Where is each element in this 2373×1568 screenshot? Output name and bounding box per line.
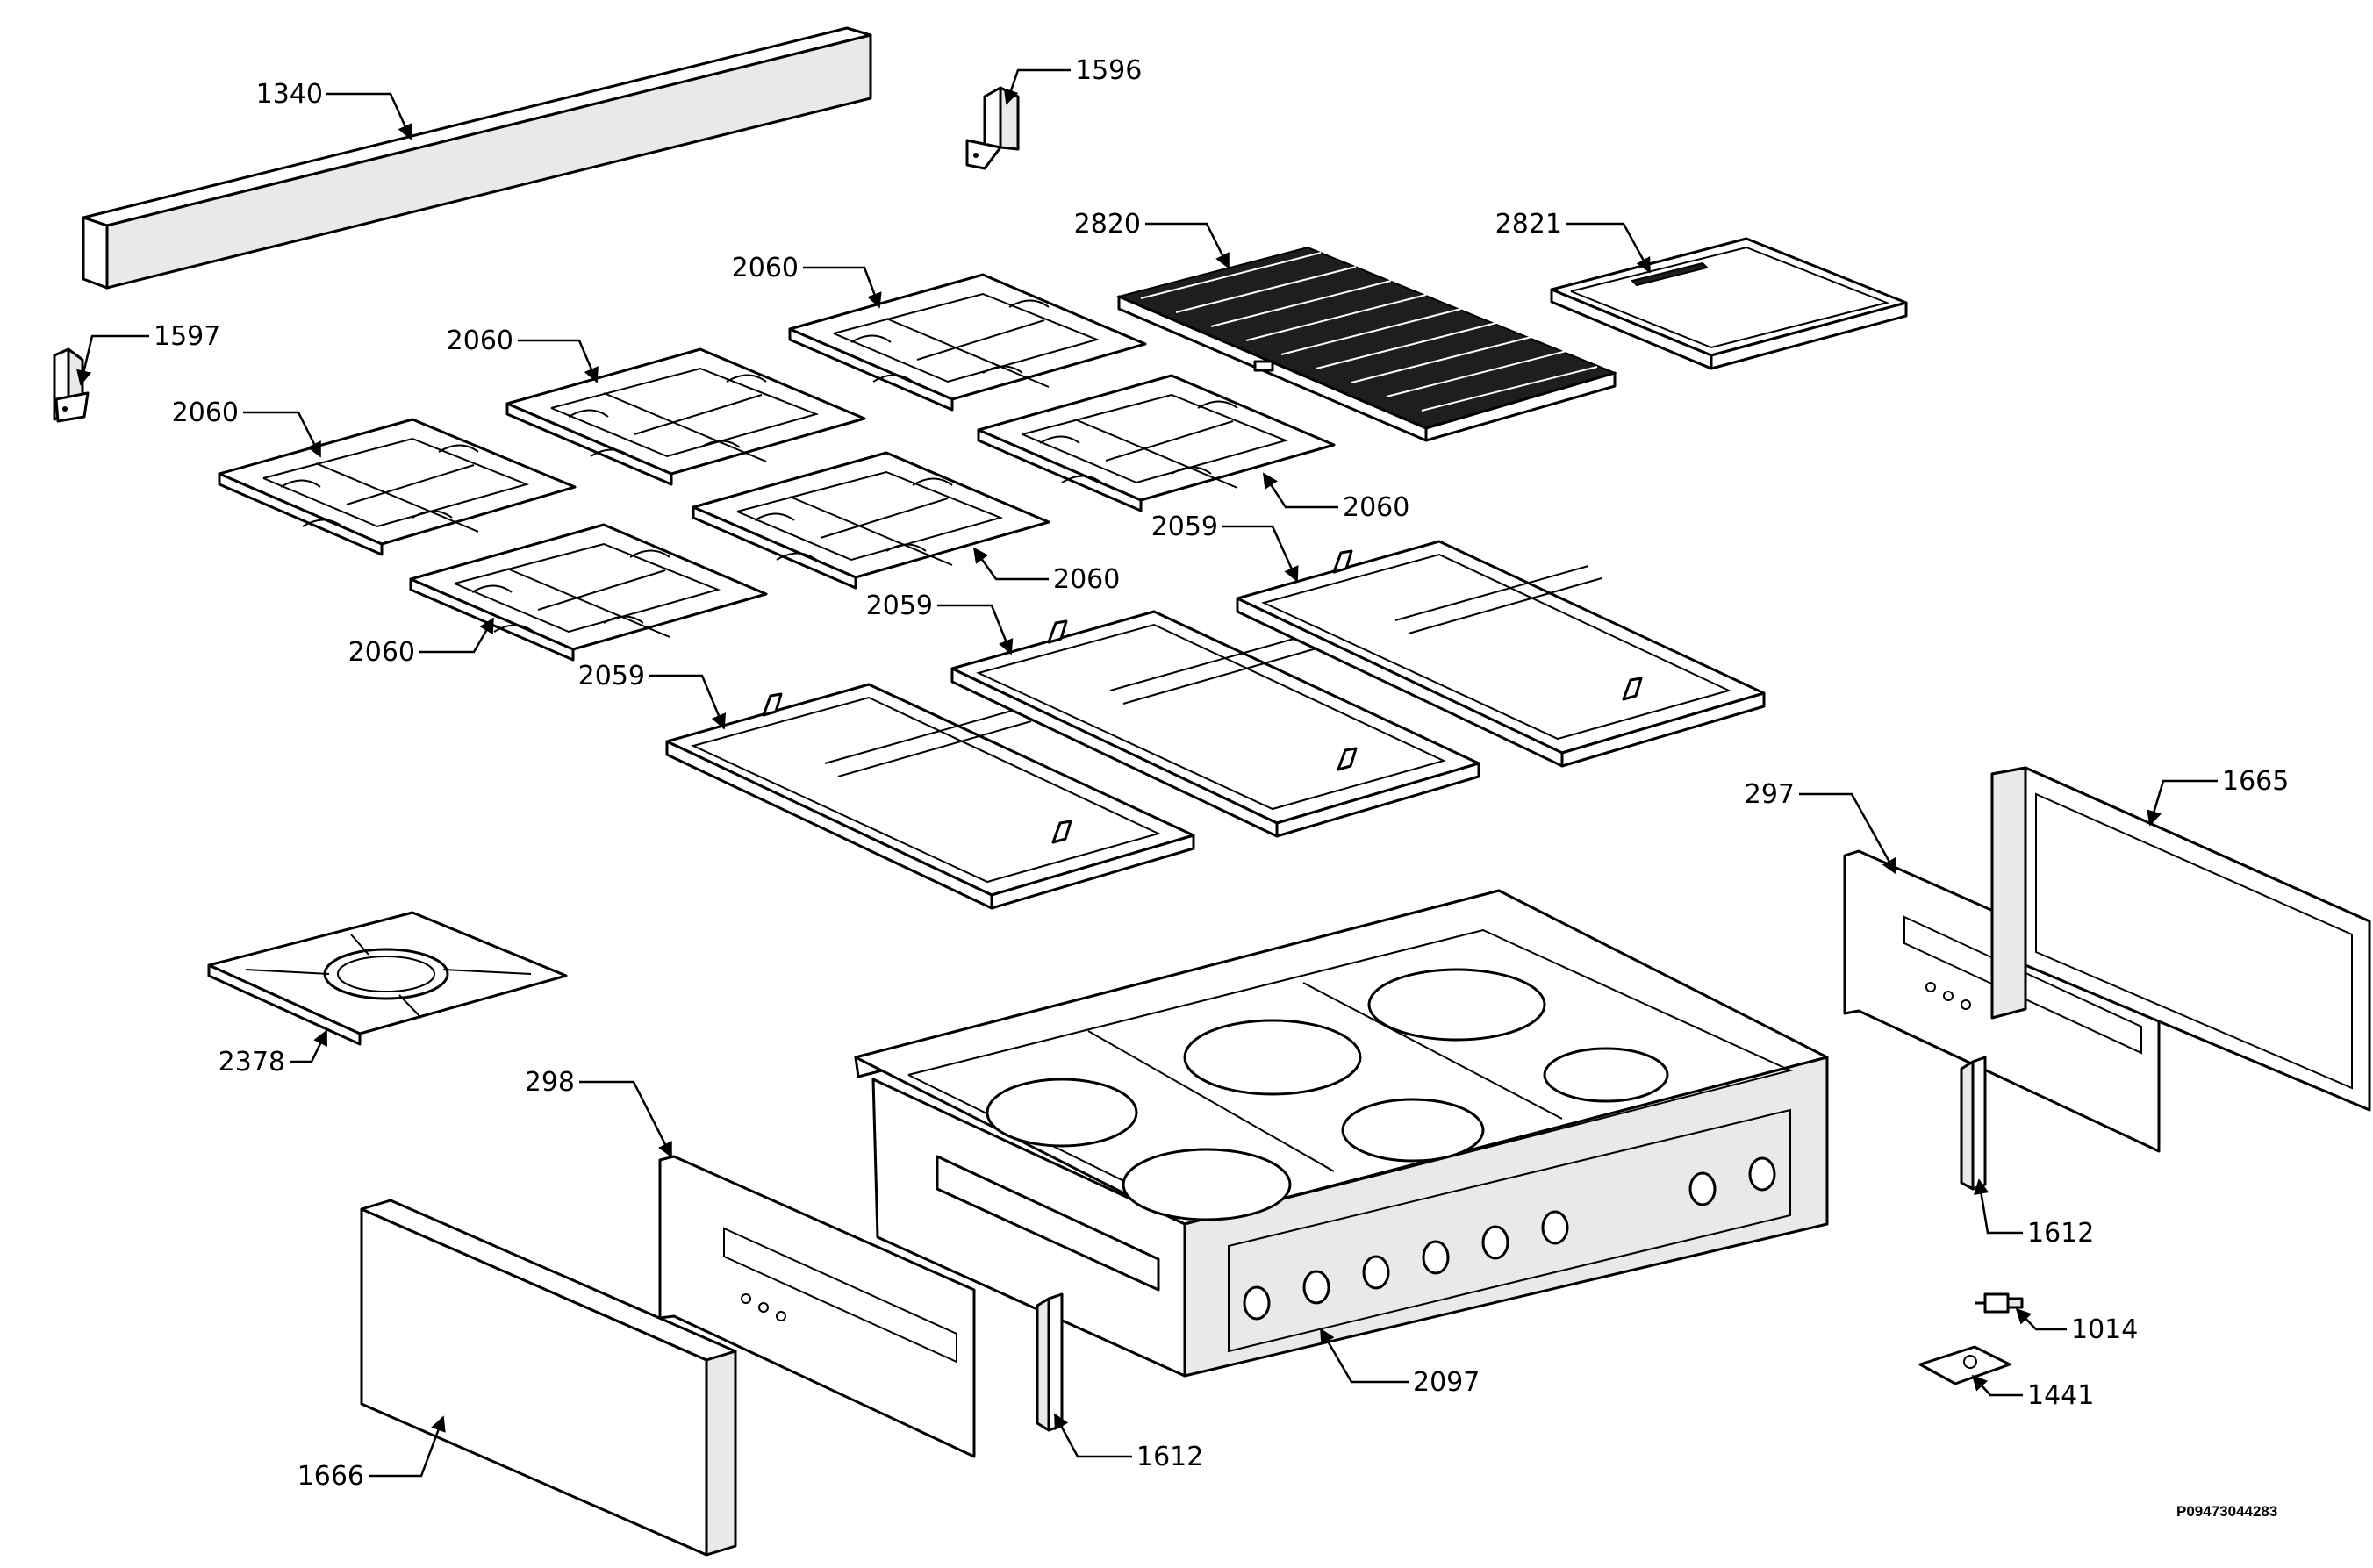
bracket-1596 xyxy=(965,86,1020,170)
grate-frame-2059-a xyxy=(665,683,1195,910)
label-2060-d: 2060 xyxy=(1343,492,1409,523)
burner-grate-2060-d xyxy=(977,374,1336,512)
reference-code: P09473044283 xyxy=(2176,1503,2277,1520)
label-1612-right: 1612 xyxy=(2027,1218,2094,1249)
label-2060-c: 2060 xyxy=(732,253,799,283)
label-2059-a: 2059 xyxy=(578,661,645,691)
label-2821: 2821 xyxy=(1495,209,1562,240)
label-2060-f: 2060 xyxy=(348,637,415,668)
griddle-cover-2821 xyxy=(1550,237,1908,370)
label-2060-a: 2060 xyxy=(172,397,239,428)
burner-grate-2060-a xyxy=(218,418,577,556)
label-2820: 2820 xyxy=(1074,209,1141,240)
burner-grate-2060-b xyxy=(505,347,866,486)
plate-1441 xyxy=(1918,1345,2011,1385)
label-2378: 2378 xyxy=(219,1047,285,1078)
grate-frame-2059-c xyxy=(1236,540,1766,768)
label-1597: 1597 xyxy=(154,321,220,352)
bracket-1597 xyxy=(53,347,90,423)
label-1014: 1014 xyxy=(2071,1314,2138,1345)
label-1612-left: 1612 xyxy=(1136,1442,1203,1472)
label-1441: 1441 xyxy=(2027,1380,2094,1411)
label-1665: 1665 xyxy=(2222,766,2289,797)
label-2060-b: 2060 xyxy=(447,326,513,356)
label-1340: 1340 xyxy=(256,79,323,110)
burner-grate-2060-f xyxy=(409,523,768,662)
label-2097: 2097 xyxy=(1413,1367,1480,1398)
label-2060-e: 2060 xyxy=(1053,564,1120,595)
right-end-cap-1665 xyxy=(1990,766,2371,1112)
bracket-strip-1612-left xyxy=(1036,1292,1064,1432)
burner-grate-2060-c xyxy=(788,273,1147,412)
wok-grate-2378 xyxy=(207,911,568,1046)
left-end-cap-1666 xyxy=(360,1199,737,1557)
burner-grate-2060-e xyxy=(692,451,1050,590)
label-1596: 1596 xyxy=(1075,55,1142,86)
label-2059-c: 2059 xyxy=(1151,512,1218,542)
label-297: 297 xyxy=(1745,779,1795,810)
part-labels: 1340 1596 1597 2820 2821 2060 2060 2060 … xyxy=(154,55,2289,1492)
label-2059-b: 2059 xyxy=(866,591,933,621)
leader-lines xyxy=(76,68,2218,1478)
bracket-strip-1612-right xyxy=(1960,1056,1987,1191)
back-trim-bar-1340 xyxy=(82,26,872,290)
valve-1014 xyxy=(1975,1292,2024,1314)
cooktop-body-2097 xyxy=(854,889,1829,1378)
label-298: 298 xyxy=(525,1067,575,1098)
label-1666: 1666 xyxy=(298,1461,364,1492)
grate-frame-2059-b xyxy=(950,610,1480,838)
griddle-plate-2820 xyxy=(1115,246,1618,442)
